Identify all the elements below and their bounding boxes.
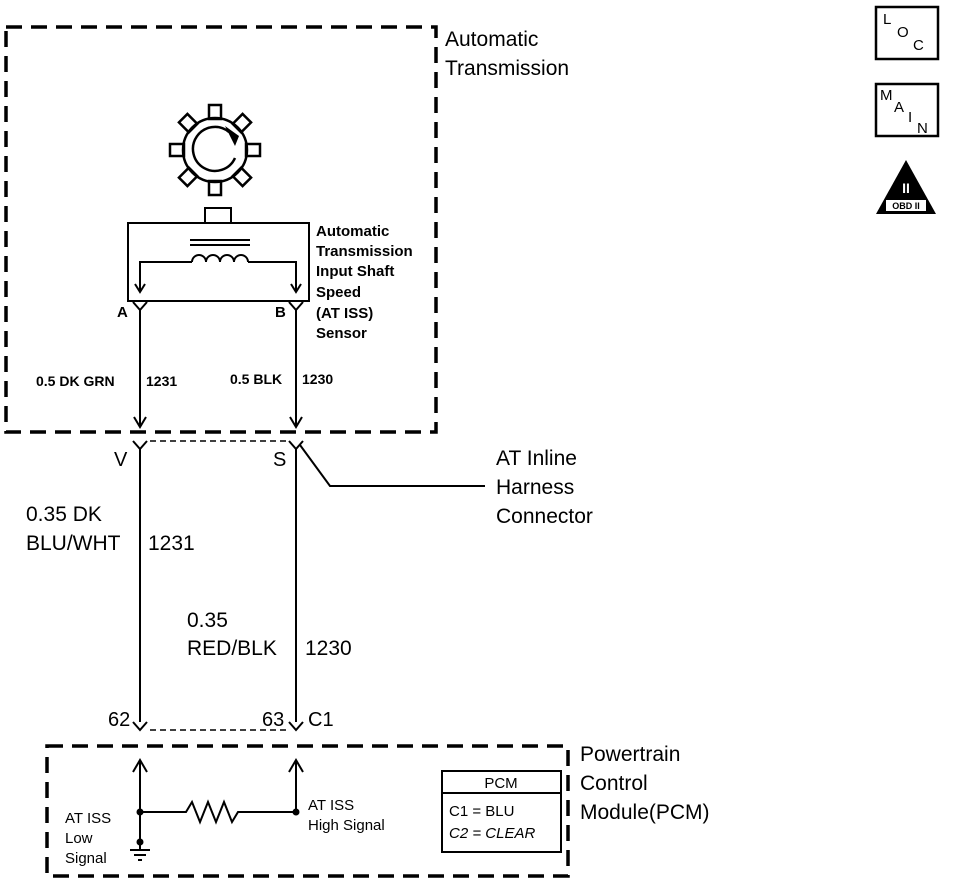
pcm-title-3: Module(PCM) xyxy=(580,801,710,824)
pin-62-label: 62 xyxy=(108,709,130,731)
transmission-boundary xyxy=(4,25,438,434)
wire-1231-upper-circuit: 1231 xyxy=(146,373,177,389)
sensor-label-6: Sensor xyxy=(316,325,367,342)
inline-connector-label-2: Harness xyxy=(496,476,574,499)
pcm-title-2: Control xyxy=(580,772,648,795)
inline-connector-label: AT Inline xyxy=(496,447,577,470)
svg-text:L: L xyxy=(883,11,891,28)
wire-1230-upper-label: 0.5 BLK xyxy=(230,371,282,387)
pin-b-terminal xyxy=(288,301,304,312)
wire-1231-lower-circuit: 1231 xyxy=(148,532,195,555)
svg-text:M: M xyxy=(880,87,893,104)
main-icon: M A I N xyxy=(874,82,940,138)
sensor-label-4: Speed xyxy=(316,284,361,301)
svg-text:II: II xyxy=(902,180,910,196)
pcm-connector-c1 xyxy=(132,721,304,732)
pcm-legend-c1: C1 = BLU xyxy=(449,803,514,820)
svg-text:A: A xyxy=(894,99,904,116)
low-signal-label-3: Signal xyxy=(65,850,107,867)
pin-a-label: A xyxy=(117,304,128,321)
svg-text:O: O xyxy=(897,24,909,41)
reluctor-wheel-icon xyxy=(168,103,262,197)
pin-b-label: B xyxy=(275,304,286,321)
svg-text:I: I xyxy=(908,109,912,126)
inline-connector-label-3: Connector xyxy=(496,505,593,528)
pcm-legend-c2: C2 = CLEAR xyxy=(449,825,535,842)
pin-a-terminal xyxy=(132,301,148,312)
wire-1230-lower-label-2: RED/BLK xyxy=(187,637,277,660)
svg-text:N: N xyxy=(917,120,928,137)
high-signal-label-2: High Signal xyxy=(308,817,385,834)
svg-text:OBD II: OBD II xyxy=(892,201,920,211)
pin-v-label: V xyxy=(114,449,128,471)
connector-c1-label: C1 xyxy=(308,709,334,731)
low-signal-label: AT ISS xyxy=(65,810,111,827)
wire-1231-lower-label: 0.35 DK xyxy=(26,503,102,526)
speed-sensor xyxy=(127,207,310,302)
wire-1231-upper-label: 0.5 DK GRN xyxy=(36,373,115,389)
pcm-legend xyxy=(441,770,562,853)
high-signal-label: AT ISS xyxy=(308,797,354,814)
obd-ii-icon: II OBD II xyxy=(876,160,936,214)
pcm-legend-title: PCM xyxy=(484,775,517,792)
inline-harness-connector xyxy=(132,440,485,487)
low-signal-label-2: Low xyxy=(65,830,93,847)
ground-icon xyxy=(130,842,150,861)
wire-1231-lower-label-2: BLU/WHT xyxy=(26,532,121,555)
wire-1230-lower-circuit: 1230 xyxy=(305,637,352,660)
wire-1230-upper-circuit: 1230 xyxy=(302,371,333,387)
pcm-internal-circuit xyxy=(130,758,304,861)
sensor-label-3: Input Shaft xyxy=(316,263,394,280)
loc-icon: L O C xyxy=(874,5,940,61)
pcm-title: Powertrain xyxy=(580,743,680,766)
sensor-coil-icon xyxy=(191,254,249,263)
svg-text:C: C xyxy=(913,37,924,54)
sensor-label-5: (AT ISS) xyxy=(316,305,373,322)
transmission-title: Automatic xyxy=(445,28,538,51)
pin-s-label: S xyxy=(273,449,286,471)
sensor-label: Automatic xyxy=(316,223,389,240)
sensor-label-2: Transmission xyxy=(316,243,413,260)
transmission-title-2: Transmission xyxy=(445,57,569,80)
pin-63-label: 63 xyxy=(262,709,284,731)
resistor-icon xyxy=(140,799,296,825)
pcm-boundary xyxy=(45,744,570,878)
wire-1230-lower-label: 0.35 xyxy=(187,609,228,632)
